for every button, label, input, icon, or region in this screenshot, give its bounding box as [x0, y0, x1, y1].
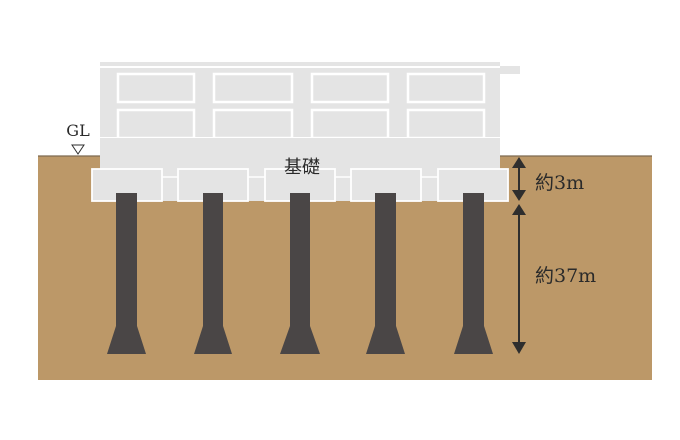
arrow-down-icon — [512, 342, 526, 354]
arrow-up-icon — [512, 204, 526, 215]
piles — [107, 193, 493, 354]
pile — [194, 193, 232, 354]
pile — [454, 193, 493, 354]
ground-level-label: GL — [66, 121, 90, 140]
foundation-label: 基礎 — [284, 157, 320, 178]
pile — [280, 193, 320, 354]
dimension-arrows — [512, 157, 526, 354]
arrow-down-icon — [512, 190, 526, 201]
ground-level-marker-icon — [71, 144, 85, 155]
pile — [366, 193, 405, 354]
arrow-up-icon — [512, 157, 526, 168]
pile — [107, 193, 146, 354]
pile-length-label: 約37m — [535, 265, 596, 287]
foundation-depth-label: 約3m — [535, 172, 584, 194]
